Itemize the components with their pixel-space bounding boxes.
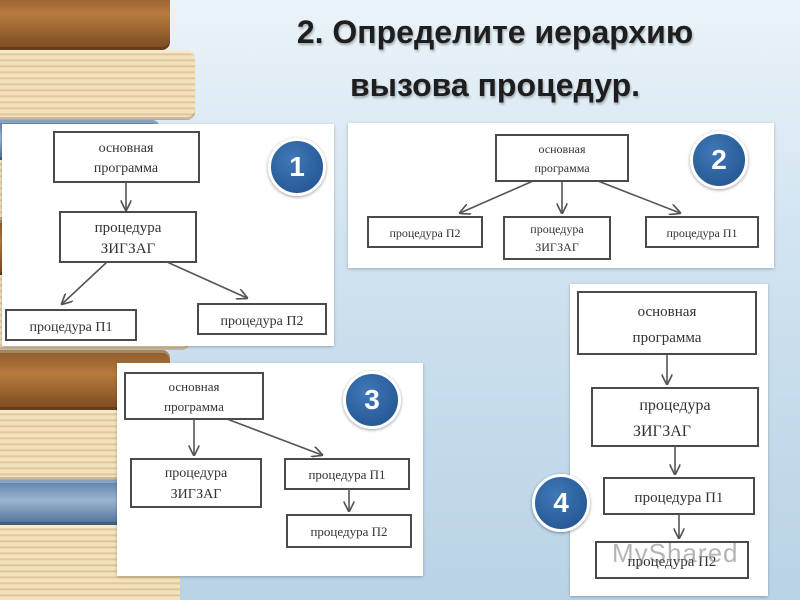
svg-text:процедура П1: процедура П1 [635,490,724,506]
svg-text:процедура П2: процедура П2 [628,554,717,570]
svg-text:программа: программа [633,330,702,346]
svg-text:программа: программа [94,161,159,176]
node-zigzag: процедура ЗИГЗАГ [503,216,611,260]
watermark-logo: MyShared [612,538,739,568]
svg-text:процедура: процедура [165,466,228,481]
svg-text:процедура: процедура [530,222,584,236]
arrow [597,180,680,213]
svg-text:ЗИГЗАГ: ЗИГЗАГ [101,241,156,257]
diagram-1: основная программа процедура ЗИГЗАГ проц… [2,124,334,346]
svg-text:процедура П1: процедура П1 [666,226,737,240]
arrow [166,261,247,298]
svg-text:процедура П2: процедура П2 [221,314,304,329]
diagram-4: основная программа процедура ЗИГЗАГ проц… [532,284,768,596]
svg-text:основная: основная [638,304,697,320]
svg-text:процедура П2: процедура П2 [389,226,460,240]
node-zigzag: процедура ЗИГЗАГ [591,387,759,447]
svg-text:процедура П2: процедура П2 [310,524,387,539]
svg-text:ЗИГЗАГ: ЗИГЗАГ [633,423,691,440]
node-main-program: основная программа [53,131,200,183]
node-p1: процедура П1 [645,216,759,248]
diagram-3: основная программа процедура ЗИГЗАГ проц… [117,363,423,576]
svg-text:программа: программа [164,399,224,414]
node-p2: процедура П2 [286,514,412,548]
svg-text:основная: основная [99,141,154,156]
diagram-number-badge: 4 [532,474,590,532]
arrow [460,180,534,213]
slide-title: 2. Определите иерархию вызова процедур. [215,6,775,112]
svg-text:процедура П1: процедура П1 [30,320,113,335]
diagram-number-badge: 2 [690,131,748,189]
node-p2: процедура П2 [197,303,327,335]
svg-text:процедура П1: процедура П1 [308,467,385,482]
svg-text:процедура: процедура [95,220,162,236]
svg-text:ЗИГЗАГ: ЗИГЗАГ [535,240,579,254]
title-line-2: вызова процедур. [350,67,640,103]
node-p2: процедура П2 [595,541,749,579]
node-p1: процедура П1 [284,458,410,490]
node-zigzag: процедура ЗИГЗАГ [130,458,262,508]
node-main-program: основная программа [495,134,629,182]
node-main-program: основная программа [577,291,757,355]
diagram-number-badge: 3 [343,371,401,429]
node-p1: процедура П1 [5,309,137,341]
node-zigzag: процедура ЗИГЗАГ [59,211,197,263]
node-p1: процедура П1 [603,477,755,515]
arrow [62,261,108,304]
svg-text:основная: основная [539,142,586,156]
node-main-program: основная программа [124,372,264,420]
svg-text:ЗИГЗАГ: ЗИГЗАГ [171,487,222,502]
node-p2: процедура П2 [367,216,483,248]
svg-text:программа: программа [534,161,590,175]
diagram-2: основная программа процедура П2 процедур… [348,123,774,268]
arrow [226,418,322,455]
title-line-1: 2. Определите иерархию [296,14,694,50]
svg-text:основная: основная [169,379,220,394]
svg-text:процедура: процедура [639,397,710,414]
diagram-number-badge: 1 [268,138,326,196]
